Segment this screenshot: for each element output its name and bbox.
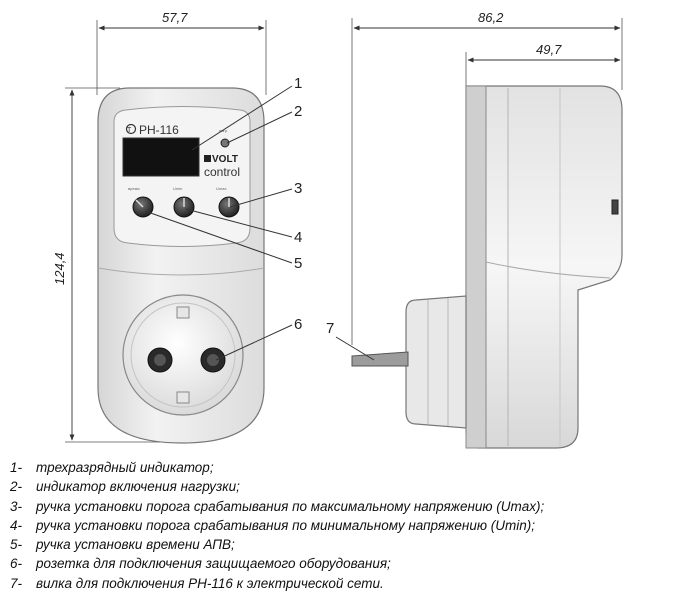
front-width-dimension: 57,7 [96,10,267,95]
brand-logo: Т [125,123,137,135]
front-callouts: 1 2 3 4 5 6 [144,75,302,361]
legend-item-3: 3-ручка установки порога срабатывания по… [10,498,545,514]
side-callouts: 7 [326,320,375,361]
front-height-dimension: 124,4 [52,87,160,443]
knob-apv-time [132,196,154,218]
svg-text:Т: Т [127,127,132,134]
legend-item-5: 5-ручка установки времени АПВ; [10,537,235,553]
legend-item-7: 7-вилка для подключения РН-116 к электри… [10,575,384,591]
callout-7: 7 [326,320,334,337]
svg-text:Umin: Umin [173,186,182,191]
front-width-label: 57,7 [162,10,188,25]
side-depth-dimension: 86,2 [351,10,623,345]
side-body-dimension: 49,7 [465,42,621,86]
model-label: РН-116 [139,123,179,137]
callout-4: 4 [294,229,302,246]
legend-item-4: 4-ручка установки порога срабатывания по… [10,517,535,533]
svg-text:время: время [128,186,140,191]
side-total-depth-label: 86,2 [478,10,504,25]
svg-text:нагр.: нагр. [219,128,228,133]
callout-1: 1 [294,75,302,92]
device-front-view: Т РН-116 нагр. VOLT control время Umin U… [97,87,265,444]
plug-pin [351,351,409,367]
legend: 1-трехразрядный индикатор; 2-индикатор в… [10,458,680,593]
svg-text:control: control [204,165,240,179]
knob-umin [173,196,195,218]
legend-item-6: 6-розетка для подключения защищаемого об… [10,556,391,572]
knob-umax [218,196,240,218]
device-side-view [351,85,623,449]
load-led-indicator [220,138,230,148]
legend-item-1: 1-трехразрядный индикатор; [10,460,214,475]
callout-3: 3 [294,180,302,197]
volt-control-brand: VOLT control [204,154,240,179]
legend-item-2: 2-индикатор включения нагрузки; [10,479,240,495]
front-height-label: 124,4 [52,252,67,285]
svg-text:Umax: Umax [216,186,226,191]
callout-5: 5 [294,255,302,272]
svg-text:VOLT: VOLT [212,154,238,165]
output-socket [122,294,244,416]
side-body-depth-label: 49,7 [536,42,562,57]
callout-6: 6 [294,316,302,333]
display-indicator [122,137,200,177]
device-drawing: 57,7 124,4 Т РН-116 нагр. VOLT control в… [52,10,623,449]
callout-2: 2 [294,103,302,120]
